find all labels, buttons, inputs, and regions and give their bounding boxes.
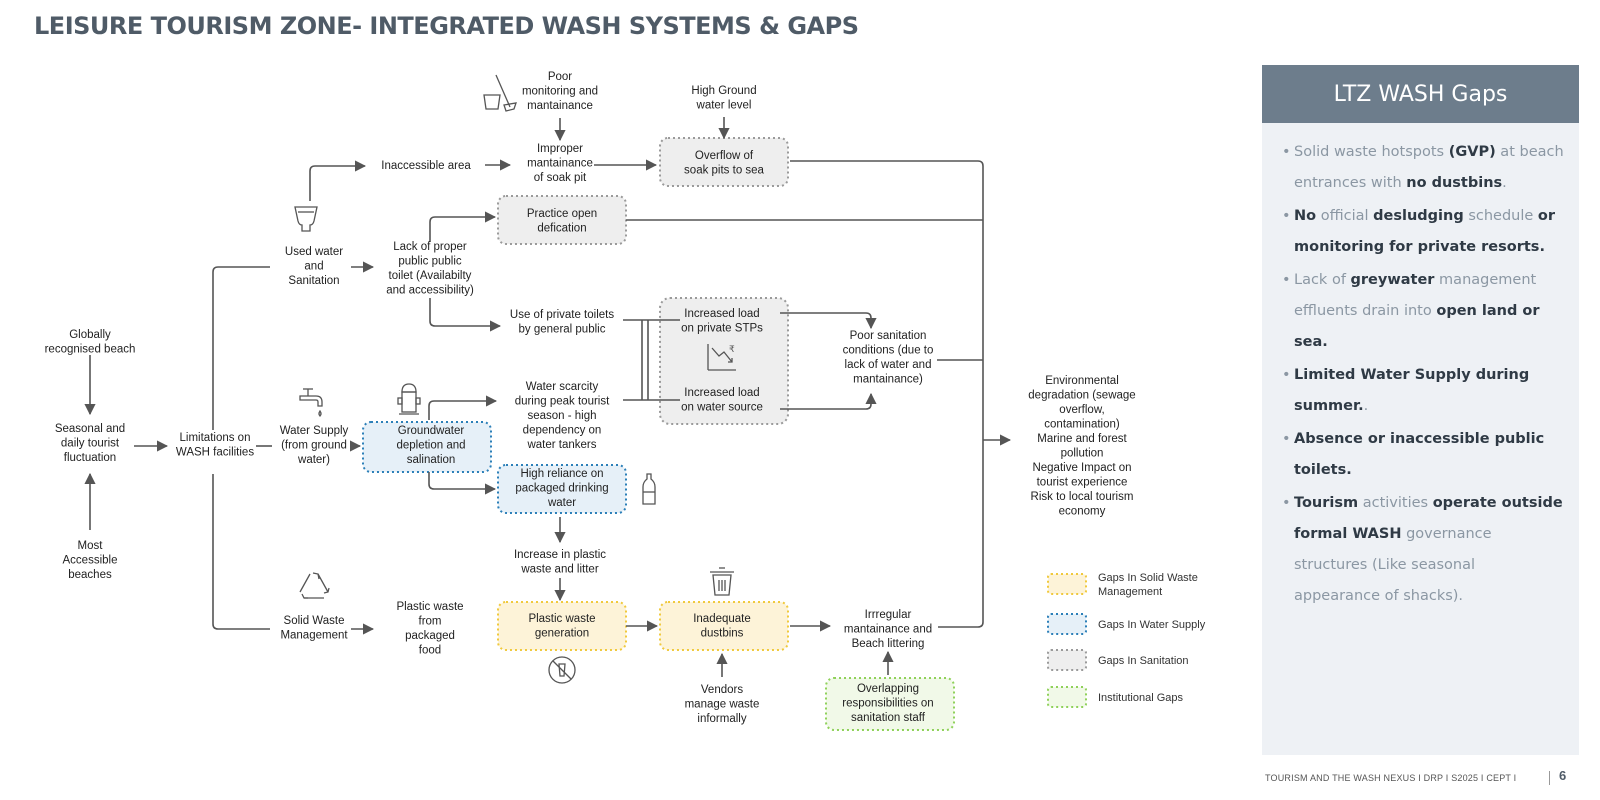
footer-divider xyxy=(1549,771,1550,785)
currency-decline-icon: ₹ xyxy=(707,344,736,371)
gap-box-overlapping xyxy=(825,677,955,731)
panel-title: LTZ WASH Gaps xyxy=(1262,65,1579,123)
recycle-icon xyxy=(299,572,330,599)
connectors xyxy=(84,117,1012,677)
gap-box-plastic-generation xyxy=(497,601,627,651)
trash-bin-icon xyxy=(710,567,734,596)
gap-item: Absence or inaccessible public toilets. xyxy=(1282,424,1565,486)
no-littering-icon xyxy=(548,656,576,684)
gap-box-open-defecation xyxy=(497,195,627,245)
node-inaccessible-area: Inaccessible area xyxy=(381,160,471,172)
gap-box-groundwater xyxy=(362,421,492,473)
bottle-icon xyxy=(642,473,656,505)
gap-box-increased-load xyxy=(659,297,789,425)
legend-swatch-institutional xyxy=(1047,686,1087,708)
gap-item: Lack of greywater management effluents d… xyxy=(1282,265,1565,358)
toilet-icon xyxy=(294,206,318,232)
gap-box-packaged-water xyxy=(497,464,627,514)
legend-label-water: Gaps In Water Supply xyxy=(1098,619,1206,631)
tap-icon xyxy=(299,388,323,417)
gap-item: No official desludging schedule or monit… xyxy=(1282,201,1565,263)
gap-box-overflow xyxy=(659,137,789,187)
hydrant-icon xyxy=(397,383,421,415)
legend-label-sanitation: Gaps In Sanitation xyxy=(1098,655,1189,667)
legend-swatch-water xyxy=(1047,613,1087,635)
gap-item: Limited Water Supply during summer.. xyxy=(1282,360,1565,422)
page-number: 6 xyxy=(1559,768,1567,783)
svg-text:₹: ₹ xyxy=(729,345,735,355)
cleaning-tools-icon xyxy=(483,74,517,112)
footer-text: TOURISM AND THE WASH NEXUS I DRP I S2025… xyxy=(1265,773,1517,783)
gap-item: Solid waste hotspots (GVP) at beach entr… xyxy=(1282,137,1565,199)
page-title: LEISURE TOURISM ZONE- INTEGRATED WASH SY… xyxy=(34,12,859,40)
wash-gaps-panel: LTZ WASH Gaps Solid waste hotspots (GVP)… xyxy=(1262,65,1579,755)
legend-swatch-sanitation xyxy=(1047,649,1087,671)
gap-list: Solid waste hotspots (GVP) at beach entr… xyxy=(1262,137,1579,612)
legend-label-institutional: Institutional Gaps xyxy=(1098,692,1183,704)
gap-box-dustbins xyxy=(659,601,789,651)
gap-item: Tourism activities operate outside forma… xyxy=(1282,488,1565,612)
legend-swatch-solid xyxy=(1047,573,1087,595)
